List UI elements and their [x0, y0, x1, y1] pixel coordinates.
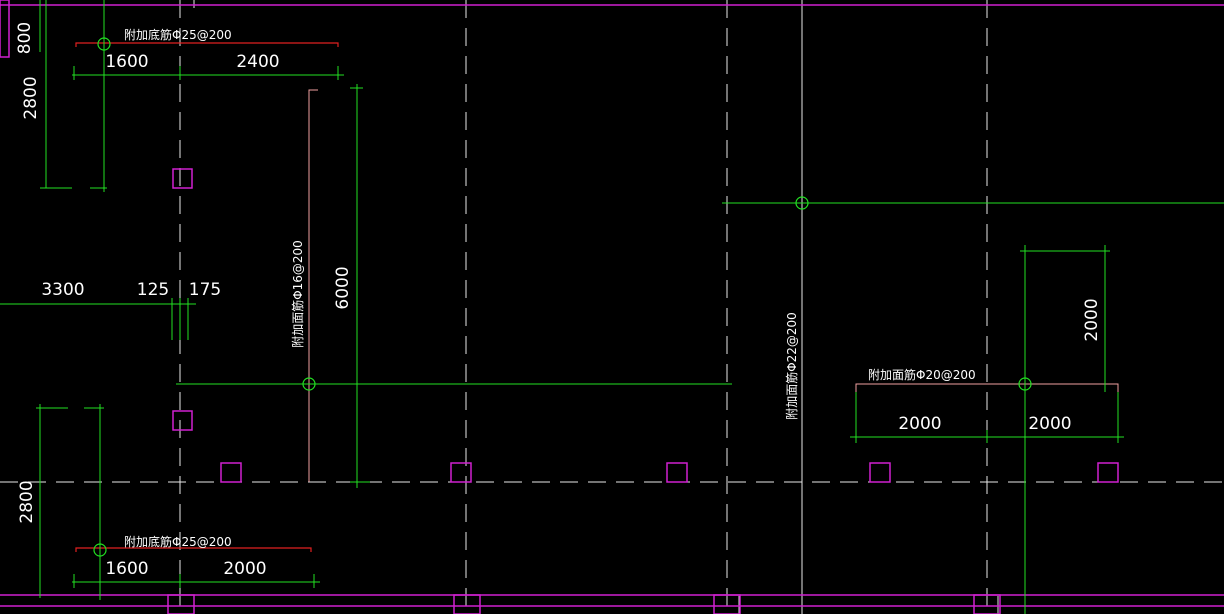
column-top-left	[0, 0, 10, 58]
note-top-bar-22: 附加面筋Φ22@200	[784, 312, 799, 420]
dim-text-125: 125	[137, 280, 169, 300]
column-bottom-1	[167, 594, 195, 614]
dim-text-1600-top: 1600	[105, 52, 148, 72]
rebar-marker-circle	[795, 196, 809, 210]
column-square	[172, 410, 193, 431]
column-square	[450, 462, 472, 483]
dim-text-2800-top: 2800	[21, 76, 41, 119]
dim-text-800: 800	[15, 22, 35, 54]
column-square	[869, 462, 891, 483]
dim-text-2800-bottom: 2800	[17, 480, 37, 523]
column-square	[1097, 462, 1119, 483]
column-square	[666, 462, 688, 483]
column-bottom-4	[973, 594, 1001, 614]
rebar-marker-circle	[93, 543, 107, 557]
rebar-line-top	[75, 42, 339, 47]
rebar-lines	[75, 42, 1119, 552]
rebar-marker-circle	[97, 37, 111, 51]
dim-text-3300: 3300	[41, 280, 84, 300]
column-square	[172, 168, 193, 189]
dim-text-2400: 2400	[236, 52, 279, 72]
dim-text-2000-b: 2000	[1028, 414, 1071, 434]
column-bottom-2	[453, 594, 481, 614]
annotation-texts: 附加底筋Φ25@200 附加底筋Φ25@200 附加面筋Φ16@200 附加面筋…	[124, 27, 976, 549]
note-top-bar-20: 附加面筋Φ20@200	[868, 367, 976, 382]
note-top-bar-16: 附加面筋Φ16@200	[290, 240, 305, 348]
dim-text-6000: 6000	[333, 266, 353, 309]
rebar-line-horizontal-20	[855, 383, 1119, 392]
column-square	[220, 462, 242, 483]
dim-text-2000-a: 2000	[898, 414, 941, 434]
dim-text-2000-bottom: 2000	[223, 559, 266, 579]
rebar-marker-circle	[1018, 377, 1032, 391]
columns	[172, 168, 1119, 483]
column-bottom-3	[713, 594, 741, 614]
rebar-line-bottom	[75, 547, 312, 552]
dim-text-175: 175	[189, 280, 221, 300]
note-bottom-bar-top: 附加底筋Φ25@200	[124, 27, 232, 42]
dim-text-1600-bottom: 1600	[105, 559, 148, 579]
rebar-markers	[93, 37, 1032, 557]
rebar-marker-circle	[302, 377, 316, 391]
rebar-line-vertical-16	[308, 89, 318, 482]
note-bottom-bar-bottom: 附加底筋Φ25@200	[124, 534, 232, 549]
dimension-texts: 800 2800 1600 2400 3300 125 175 6000 200…	[15, 22, 1102, 579]
dim-text-2000-vertical: 2000	[1082, 298, 1102, 341]
